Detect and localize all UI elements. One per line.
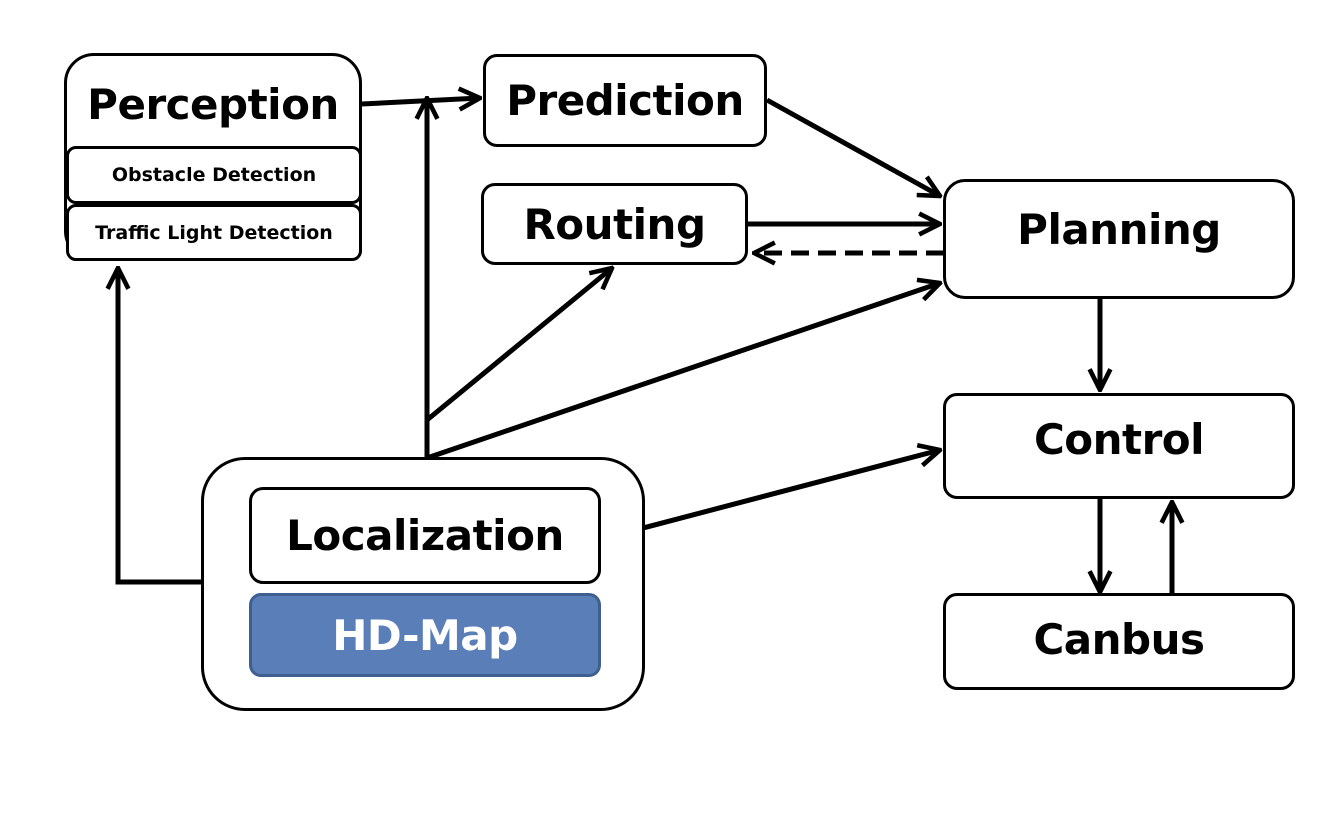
planning-module: Planning — [943, 179, 1295, 299]
arrow-localization-to-perception — [118, 268, 202, 585]
arrow-localization-to-routing — [425, 268, 612, 422]
prediction-label: Prediction — [506, 76, 744, 125]
traffic-light-detection-submodule: Traffic Light Detection — [66, 204, 362, 261]
obstacle-detection-label: Obstacle Detection — [111, 164, 317, 186]
hd-map-module: HD-Map — [249, 593, 601, 677]
localization-label: Localization — [286, 511, 564, 560]
arrow-perception-to-prediction — [361, 98, 480, 104]
planning-label: Planning — [1017, 204, 1221, 254]
control-label: Control — [1033, 414, 1205, 464]
prediction-module: Prediction — [483, 54, 767, 147]
routing-label: Routing — [523, 199, 706, 249]
obstacle-detection-submodule: Obstacle Detection — [66, 146, 362, 204]
perception-title: Perception — [87, 80, 339, 129]
arrow-localization-to-planning — [426, 283, 940, 461]
traffic-light-detection-label: Traffic Light Detection — [95, 221, 333, 244]
arrow-prediction-to-planning — [765, 97, 940, 196]
hd-map-label: HD-Map — [332, 610, 518, 660]
canbus-module: Canbus — [943, 593, 1295, 690]
arrow-localization-to-control — [604, 450, 940, 541]
routing-module: Routing — [481, 183, 748, 265]
canbus-label: Canbus — [1033, 615, 1205, 664]
control-module: Control — [943, 393, 1295, 499]
localization-module: Localization — [249, 487, 601, 584]
